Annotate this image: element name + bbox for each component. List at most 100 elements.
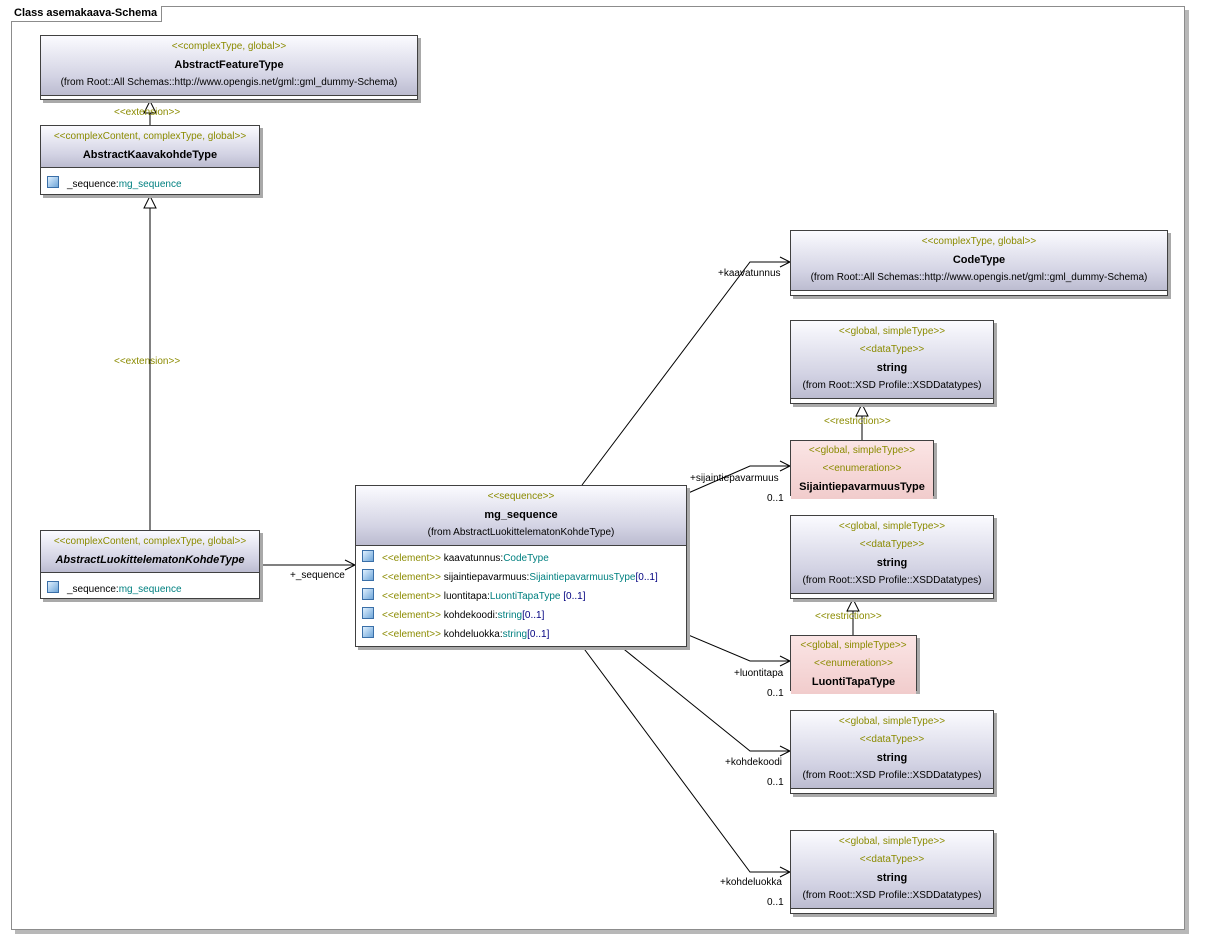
kohdeluokka-role-label: +kohdeluokka (720, 877, 782, 888)
from-package-label: (from AbstractLuokittelematonKohdeType) (427, 527, 615, 538)
kohdekoodi-multiplicity: 0..1 (767, 777, 784, 788)
attribute-type: LuontiTapaType (489, 591, 561, 602)
class-header: <<global, simpleType>> <<enumeration>> L… (791, 636, 916, 694)
sijainti-multiplicity: 0..1 (767, 493, 784, 504)
class-header: <<global, simpleType>> <<dataType>> stri… (791, 516, 993, 594)
class-name: mg_sequence (484, 509, 558, 521)
attribute-name: sijaintiepavarmuus: (440, 572, 530, 583)
class-header: <<global, simpleType>> <<enumeration>> S… (791, 441, 933, 499)
attribute-multiplicity: [0..1] (635, 572, 658, 583)
class-string-datatype[interactable]: <<global, simpleType>> <<dataType>> stri… (790, 515, 994, 599)
attribute-row[interactable]: <<element>> sijaintiepavarmuus:Sijaintie… (362, 568, 684, 587)
attribute-icon (362, 550, 374, 562)
luontitapa-multiplicity: 0..1 (767, 688, 784, 699)
stereotype-label: <<global, simpleType>> (838, 326, 946, 337)
stereotype-label: <<dataType>> (859, 854, 925, 865)
kaavatunnus-role-label: +kaavatunnus (718, 268, 781, 279)
attribute-compartment: _sequence:mg_sequence (41, 168, 259, 197)
attribute-stereotype: <<element>> (382, 629, 441, 640)
stereotype-label: <<complexType, global>> (921, 236, 1037, 247)
class-string-datatype[interactable]: <<global, simpleType>> <<dataType>> stri… (790, 320, 994, 404)
attribute-type: SijaintiepavarmuusType (529, 572, 636, 583)
stereotype-label: <<global, simpleType>> (808, 445, 916, 456)
attribute-row[interactable]: <<element>> kaavatunnus:CodeType (362, 549, 684, 568)
stereotype-label: <<dataType>> (859, 734, 925, 745)
class-name: AbstractLuokittelematonKohdeType (55, 554, 245, 566)
attribute-name: kaavatunnus: (440, 553, 504, 564)
class-header: <<global, simpleType>> <<dataType>> stri… (791, 321, 993, 399)
stereotype-label: <<global, simpleType>> (838, 716, 946, 727)
class-header: <<complexType, global>> AbstractFeatureT… (41, 36, 417, 96)
attribute-compartment: _sequence:mg_sequence (41, 573, 259, 602)
from-package-label: (from Root::XSD Profile::XSDDatatypes) (802, 890, 982, 901)
attribute-stereotype: <<element>> (382, 610, 441, 621)
empty-compartment (791, 594, 993, 601)
class-abstract-kaavakohde-type[interactable]: <<complexContent, complexType, global>> … (40, 125, 260, 195)
class-code-type[interactable]: <<complexType, global>> CodeType (from R… (790, 230, 1168, 296)
class-header: <<complexType, global>> CodeType (from R… (791, 231, 1167, 291)
empty-compartment (791, 291, 1167, 298)
class-name: string (876, 362, 908, 374)
attribute-row[interactable]: <<element>> kohdeluokka:string[0..1] (362, 625, 684, 644)
attribute-stereotype: <<element>> (382, 591, 441, 602)
stereotype-label: <<sequence>> (487, 491, 555, 502)
stereotype-label: <<global, simpleType>> (800, 640, 907, 651)
attribute-multiplicity: [0..1] (527, 629, 550, 640)
attribute-row[interactable]: _sequence:mg_sequence (47, 175, 257, 194)
class-header: <<global, simpleType>> <<dataType>> stri… (791, 831, 993, 909)
extension-label: <<extension>> (114, 356, 181, 367)
class-name: CodeType (952, 254, 1006, 266)
class-abstract-luokittelematon-kohde-type[interactable]: <<complexContent, complexType, global>> … (40, 530, 260, 599)
stereotype-label: <<complexType, global>> (171, 41, 287, 52)
class-header: <<complexContent, complexType, global>> … (41, 126, 259, 168)
attribute-multiplicity: [0..1] (560, 591, 586, 602)
class-name: string (876, 872, 908, 884)
class-string-datatype[interactable]: <<global, simpleType>> <<dataType>> stri… (790, 830, 994, 914)
empty-compartment (791, 399, 993, 406)
attribute-stereotype: <<element>> (382, 572, 441, 583)
attribute-name: _sequence: (67, 179, 119, 190)
class-name: string (876, 557, 908, 569)
class-name: string (876, 752, 908, 764)
attribute-name: kohdeluokka: (440, 629, 503, 640)
stereotype-label: <<dataType>> (859, 539, 925, 550)
class-luontitapa-type[interactable]: <<global, simpleType>> <<enumeration>> L… (790, 635, 917, 694)
from-package-label: (from Root::All Schemas::http://www.open… (60, 77, 398, 88)
attribute-type: string (502, 629, 528, 640)
attribute-type: mg_sequence (118, 179, 182, 190)
attribute-name: luontitapa: (440, 591, 490, 602)
sijainti-role-label: +sijaintiepavarmuus (690, 473, 779, 484)
attribute-icon (362, 588, 374, 600)
class-sijaintiepavarmuus-type[interactable]: <<global, simpleType>> <<enumeration>> S… (790, 440, 934, 499)
attribute-icon (47, 581, 59, 593)
class-abstract-feature-type[interactable]: <<complexType, global>> AbstractFeatureT… (40, 35, 418, 100)
empty-compartment (41, 96, 417, 103)
class-name: AbstractFeatureType (174, 59, 284, 71)
class-mg-sequence[interactable]: <<sequence>> mg_sequence (from AbstractL… (355, 485, 687, 647)
stereotype-label: <<complexContent, complexType, global>> (53, 536, 247, 547)
class-header: <<global, simpleType>> <<dataType>> stri… (791, 711, 993, 789)
class-name: AbstractKaavakohdeType (82, 149, 218, 161)
from-package-label: (from Root::XSD Profile::XSDDatatypes) (802, 575, 982, 586)
stereotype-label: <<global, simpleType>> (838, 836, 946, 847)
class-header: <<sequence>> mg_sequence (from AbstractL… (356, 486, 686, 546)
from-package-label: (from Root::XSD Profile::XSDDatatypes) (802, 380, 982, 391)
class-name: LuontiTapaType (811, 676, 896, 688)
empty-compartment (791, 909, 993, 916)
restriction-label: <<restriction>> (824, 416, 891, 427)
restriction-label: <<restriction>> (815, 611, 882, 622)
attribute-icon (362, 626, 374, 638)
stereotype-label: <<enumeration>> (814, 658, 893, 669)
attribute-row[interactable]: <<element>> luontitapa:LuontiTapaType [0… (362, 587, 684, 606)
class-string-datatype[interactable]: <<global, simpleType>> <<dataType>> stri… (790, 710, 994, 794)
extension-label: <<extension>> (114, 107, 181, 118)
attribute-name: _sequence: (67, 584, 119, 595)
attribute-row[interactable]: _sequence:mg_sequence (47, 580, 257, 599)
attribute-row[interactable]: <<element>> kohdekoodi:string[0..1] (362, 606, 684, 625)
diagram-title: Class asemakaava-Schema (11, 6, 163, 22)
attribute-multiplicity: [0..1] (522, 610, 545, 621)
kohdekoodi-role-label: +kohdekoodi (725, 757, 782, 768)
stereotype-label: <<enumeration>> (822, 463, 902, 474)
stereotype-label: <<complexContent, complexType, global>> (53, 131, 247, 142)
attribute-type: mg_sequence (118, 584, 182, 595)
